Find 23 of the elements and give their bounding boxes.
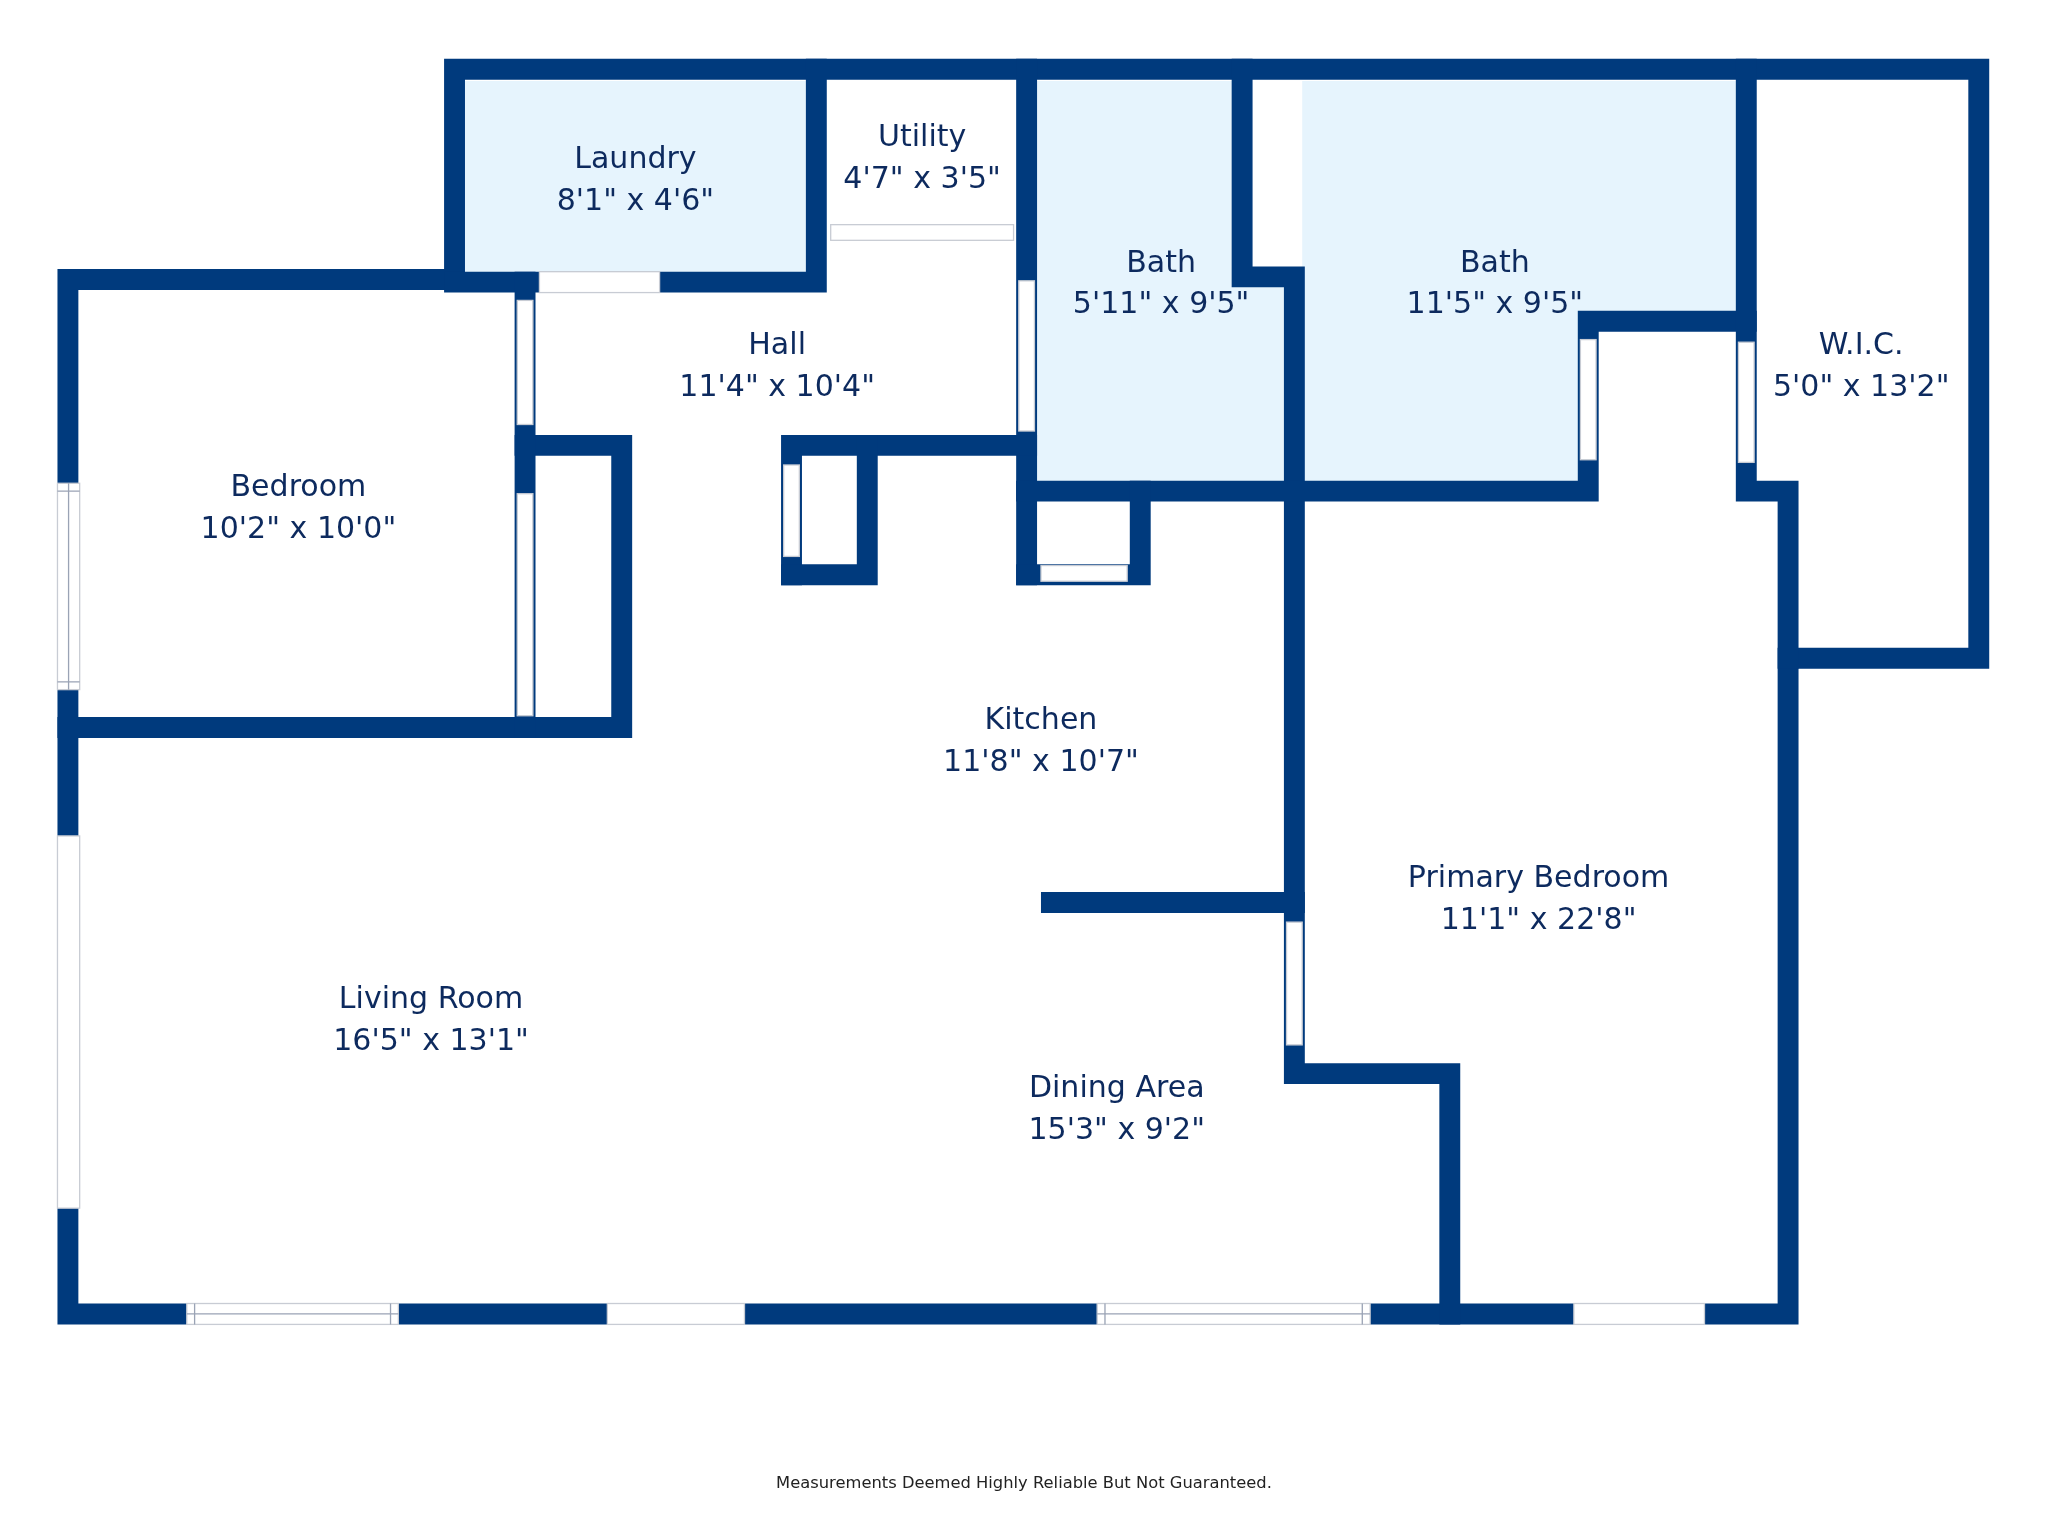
room-name: Hall (748, 325, 806, 363)
room-dimensions: 5'0" x 13'2" (1772, 366, 1950, 404)
room-name: Utility (877, 117, 967, 155)
room-name: W.I.C. (1818, 324, 1904, 362)
room-dimensions: 11'5" x 9'5" (1406, 285, 1584, 322)
room-name: Dining Area (1028, 1068, 1205, 1105)
room-name: Kitchen (984, 700, 1098, 738)
caption: Measurements Deemed Highly Reliable But Not Guaranteed. (775, 1472, 1273, 1492)
room-dimensions: 16'5" x 13'1" (333, 1021, 529, 1059)
room-dimensions: 4'7" x 3'5" (843, 159, 1001, 197)
room-dimensions: 11'8" x 10'7" (943, 742, 1139, 780)
room-dimensions: 10'2" x 10'0" (200, 509, 397, 546)
room-name: Laundry (574, 140, 697, 177)
room-dimensions: 15'3" x 9'2" (1028, 1109, 1206, 1147)
room-name: Bedroom (230, 467, 367, 505)
room-name: Bath (1126, 243, 1197, 281)
room-dimensions: 8'1" x 4'6" (556, 181, 715, 219)
room-dimensions: 5'11" x 9'5" (1072, 285, 1250, 322)
room-dimensions: 11'4" x 10'4" (679, 367, 875, 405)
room-name: Primary Bedroom (1407, 858, 1670, 896)
room-name: Living Room (338, 979, 524, 1017)
room-name: Bath (1459, 243, 1530, 281)
room-dimensions: 11'1" x 22'8" (1440, 900, 1637, 938)
